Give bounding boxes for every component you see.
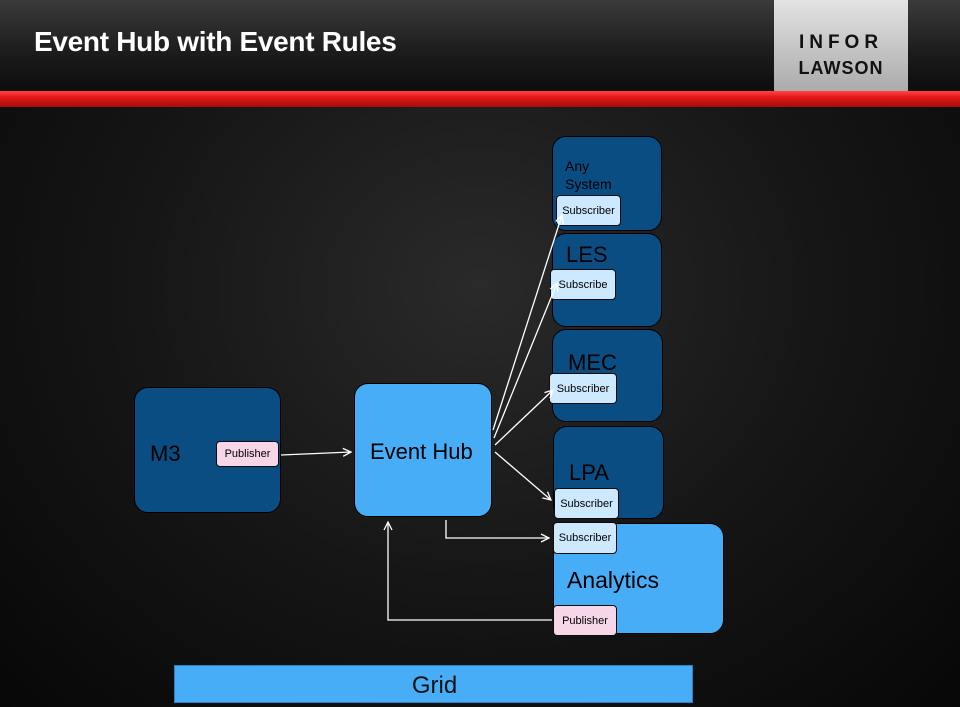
grid-node: Grid xyxy=(174,665,693,703)
les-label: LES xyxy=(566,242,608,267)
mec-label: MEC xyxy=(568,350,617,375)
arrow-hub-to-les xyxy=(493,283,557,439)
mec-subscriber-badge: Subscriber xyxy=(549,373,617,404)
analytics-label: Analytics xyxy=(567,567,660,593)
event-hub-label: Event Hub xyxy=(370,439,473,464)
lpa-label: LPA xyxy=(569,460,609,485)
analytics-subscriber-badge: Subscriber xyxy=(553,522,617,554)
m3-publisher-badge: Publisher xyxy=(216,441,279,467)
arrow-m3-to-event-hub xyxy=(280,452,351,455)
arrow-analytics-to-hub xyxy=(388,522,552,621)
logo-line-2: LAWSON xyxy=(798,58,884,78)
arrow-hub-to-any-system xyxy=(492,215,562,431)
les-subscribe-badge: Subscribe xyxy=(550,269,616,300)
logo-line-1: INFOR xyxy=(798,32,884,53)
analytics-publisher-badge: Publisher xyxy=(553,605,617,636)
arrow-hub-to-mec xyxy=(494,390,553,446)
infor-lawson-logo: INFOR LAWSON xyxy=(774,0,908,94)
any-system-label-line-1: Any xyxy=(565,158,590,174)
arrow-hub-to-analytics xyxy=(445,520,549,538)
m3-label: M3 xyxy=(150,441,181,466)
header-accent-stripe xyxy=(0,91,960,107)
slide-title: Event Hub with Event Rules xyxy=(34,26,397,57)
grid-label: Grid xyxy=(411,672,458,699)
arrow-hub-to-lpa xyxy=(494,451,551,500)
any-system-label-line-2: System xyxy=(565,176,612,192)
event-hub-node: Event Hub xyxy=(354,383,492,517)
any-system-subscriber-badge: Subscriber xyxy=(556,195,621,226)
lpa-subscriber-badge: Subscriber xyxy=(554,488,619,519)
header-bar: Event Hub with Event Rules INFOR LAWSON xyxy=(0,0,960,94)
